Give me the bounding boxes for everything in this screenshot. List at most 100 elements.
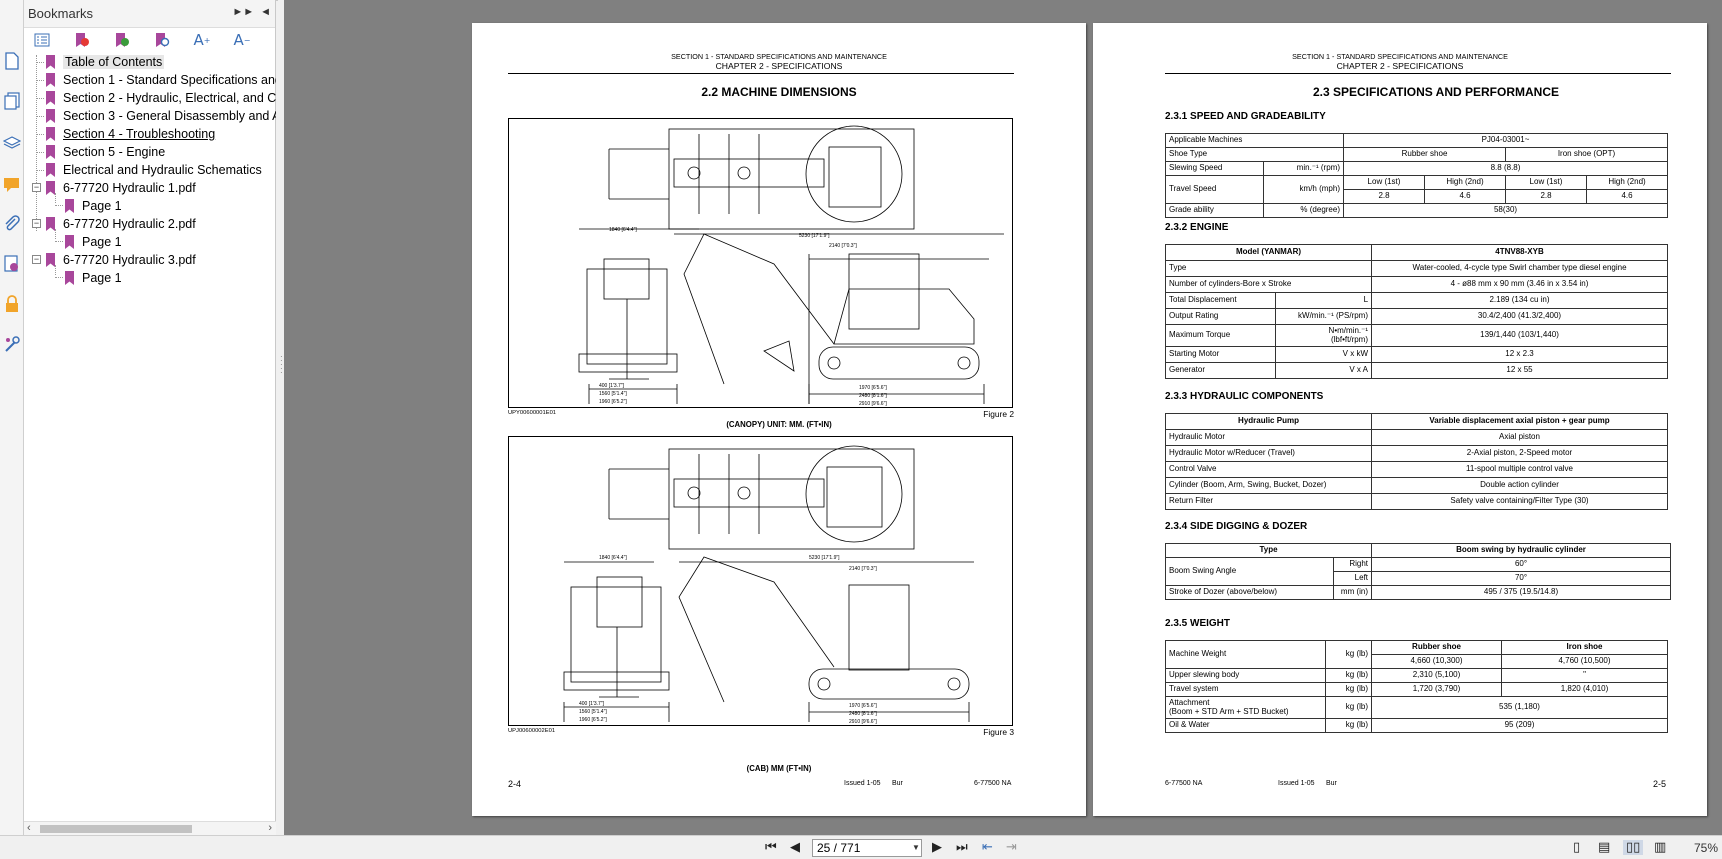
tools-icon[interactable] <box>2 333 22 355</box>
bottom-navigation-bar: ⏮ ◀ 25 / 771 ▼ ▶ ⏭ ⇤ ⇥ ▯ ▤ ▯▯ ▥ 75% <box>0 835 1722 859</box>
page-header-section: SECTION 1 - STANDARD SPECIFICATIONS AND … <box>671 52 887 61</box>
bookmark-table-of-contents[interactable]: Table of Contents <box>46 53 165 71</box>
bookmark-options-icon[interactable] <box>32 30 52 50</box>
svg-text:400 [1'3.7"]: 400 [1'3.7"] <box>579 701 605 707</box>
section-heading: 2.3.5 WEIGHT <box>1165 618 1231 629</box>
bookmarks-horizontal-scrollbar[interactable]: ‹ › <box>24 821 276 835</box>
svg-text:1840 [6'4.4"]: 1840 [6'4.4"] <box>599 555 627 561</box>
bookmark-icon <box>46 145 55 159</box>
find-bookmark-icon[interactable] <box>152 30 172 50</box>
increase-text-size-icon[interactable]: A+ <box>193 31 211 49</box>
svg-text:2910 [9'6.6"]: 2910 [9'6.6"] <box>859 401 887 407</box>
figure-3-label: Figure 3 <box>983 727 1014 737</box>
last-page-icon[interactable]: ⏭ <box>956 840 968 855</box>
bookmark-hydraulic-2-page-1[interactable]: Page 1 <box>65 233 122 251</box>
bookmark-icon <box>65 199 74 213</box>
page-header-section: SECTION 1 - STANDARD SPECIFICATIONS AND … <box>1292 52 1508 61</box>
expand-panel-icon[interactable]: ►► <box>232 6 255 18</box>
bookmark-section-4[interactable]: Section 4 - Troubleshooting <box>46 125 215 143</box>
svg-text:1970 [6'5.6"]: 1970 [6'5.6"] <box>859 385 887 391</box>
delete-bookmark-icon[interactable] <box>72 30 92 50</box>
scrollbar-thumb[interactable] <box>40 825 192 833</box>
scroll-right-icon[interactable]: › <box>268 822 272 834</box>
panel-splitter[interactable] <box>278 0 284 835</box>
new-bookmark-icon[interactable] <box>112 30 132 50</box>
page-icon[interactable] <box>2 50 22 72</box>
page-2-4: SECTION 1 - STANDARD SPECIFICATIONS AND … <box>472 23 1086 816</box>
figure-2-id: UPY00600001E01 <box>508 410 557 416</box>
bookmark-hydraulic-1[interactable]: 6-77720 Hydraulic 1.pdf <box>46 179 196 197</box>
figure-2-caption: (CANOPY) UNIT: MM. (FT•IN) <box>726 420 832 429</box>
bookmark-section-3[interactable]: Section 3 - General Disassembly and Asse… <box>46 107 276 125</box>
page-header-chapter: CHAPTER 2 - SPECIFICATIONS <box>1336 61 1464 71</box>
bookmark-icon <box>46 109 55 123</box>
svg-text:1560 [5'1.4"]: 1560 [5'1.4"] <box>579 709 607 715</box>
page-number: 2-5 <box>1653 779 1667 789</box>
collapse-toggle[interactable]: − <box>32 218 41 228</box>
footer-bur: Bur <box>1326 780 1337 787</box>
footer-issued: Issued 1-05 <box>1278 780 1315 787</box>
comments-icon[interactable] <box>2 173 22 195</box>
svg-text:2910 [9'6.6"]: 2910 [9'6.6"] <box>849 719 877 725</box>
two-page-view-icon[interactable]: ▯▯ <box>1623 840 1644 855</box>
first-page-icon[interactable]: ⏮ <box>765 840 777 855</box>
bookmark-section-5[interactable]: Section 5 - Engine <box>46 143 165 161</box>
svg-text:2480 [8'1.6"]: 2480 [8'1.6"] <box>859 393 887 399</box>
bookmark-icon <box>46 163 55 177</box>
page-number-input[interactable]: 25 / 771 <box>812 839 922 857</box>
svg-text:2140 [7'0.3"]: 2140 [7'0.3"] <box>849 566 877 572</box>
decrease-text-size-icon[interactable]: A− <box>233 31 251 49</box>
single-page-view-icon[interactable]: ▯ <box>1573 840 1581 855</box>
signature-icon[interactable] <box>2 253 22 275</box>
figure-2-canopy-dimensions: 1840 [6'4.4"] 5230 [17'1.9"] 2140 [7'0.3… <box>508 118 1013 408</box>
figure-3-caption: (CAB) MM (FT•IN) <box>746 764 812 773</box>
bookmark-hydraulic-2[interactable]: 6-77720 Hydraulic 2.pdf <box>46 215 196 233</box>
layers-icon[interactable] <box>2 132 22 154</box>
attachments-icon[interactable] <box>2 213 22 235</box>
bookmark-hydraulic-1-page-1[interactable]: Page 1 <box>65 197 122 215</box>
splitter-grip-icon: ····· <box>280 352 283 377</box>
svg-text:400 [1'3.7"]: 400 [1'3.7"] <box>599 383 625 389</box>
continuous-view-icon[interactable]: ▤ <box>1598 840 1611 855</box>
page-header-chapter: CHAPTER 2 - SPECIFICATIONS <box>715 61 843 71</box>
bookmark-section-2[interactable]: Section 2 - Hydraulic, Electrical, and C… <box>46 89 276 107</box>
svg-text:1960 [6'5.2"]: 1960 [6'5.2"] <box>579 717 607 723</box>
page-2-5: SECTION 1 - STANDARD SPECIFICATIONS AND … <box>1093 23 1707 816</box>
section-heading: 2.3.3 HYDRAULIC COMPONENTS <box>1165 391 1324 402</box>
figure-3-cab-dimensions: 1840 [6'4.4"] 5230 [17'1.9"] 2140 [7'0.3… <box>508 436 1013 726</box>
two-page-continuous-icon[interactable]: ▥ <box>1654 840 1667 855</box>
svg-text:2140 [7'0.3"]: 2140 [7'0.3"] <box>829 243 857 249</box>
bookmarks-tree: − − − Table of Contents Section 1 - Stan… <box>24 53 276 823</box>
next-view-icon[interactable]: ⇥ <box>1006 840 1017 855</box>
bookmarks-panel: Bookmarks ►► ◄ A+ A− − − − Table of Cont… <box>24 0 276 835</box>
collapse-toggle[interactable]: − <box>32 254 41 264</box>
bookmark-icon <box>46 55 55 69</box>
figure-2-label: Figure 2 <box>983 409 1014 419</box>
bookmark-section-1[interactable]: Section 1 - Standard Specifications and … <box>46 71 276 89</box>
bookmark-schematics[interactable]: Electrical and Hydraulic Schematics <box>46 161 262 179</box>
bookmark-icon <box>65 271 74 285</box>
thumbnails-icon[interactable] <box>2 90 22 112</box>
scroll-left-icon[interactable]: ‹ <box>27 822 31 834</box>
figure-3-id: UPJ00600002E01 <box>508 728 556 734</box>
page-title: 2.2 MACHINE DIMENSIONS <box>701 85 857 99</box>
previous-page-icon[interactable]: ◀ <box>790 840 800 855</box>
bookmark-hydraulic-3[interactable]: 6-77720 Hydraulic 3.pdf <box>46 251 196 269</box>
page-dropdown-icon[interactable]: ▼ <box>912 843 920 852</box>
section-heading: 2.3.4 SIDE DIGGING & DOZER <box>1165 521 1308 532</box>
svg-text:2480 [8'1.6"]: 2480 [8'1.6"] <box>849 711 877 717</box>
zoom-level[interactable]: 75% <box>1693 841 1718 855</box>
bookmarks-title: Bookmarks <box>28 6 94 21</box>
next-page-icon[interactable]: ▶ <box>932 840 942 855</box>
collapse-panel-icon[interactable]: ◄ <box>260 6 271 18</box>
svg-text:1560 [5'1.4"]: 1560 [5'1.4"] <box>599 391 627 397</box>
bookmark-icon <box>65 235 74 249</box>
bookmark-hydraulic-3-page-1[interactable]: Page 1 <box>65 269 122 287</box>
previous-view-icon[interactable]: ⇤ <box>982 840 993 855</box>
security-lock-icon[interactable] <box>2 293 22 315</box>
collapse-toggle[interactable]: − <box>32 182 41 192</box>
